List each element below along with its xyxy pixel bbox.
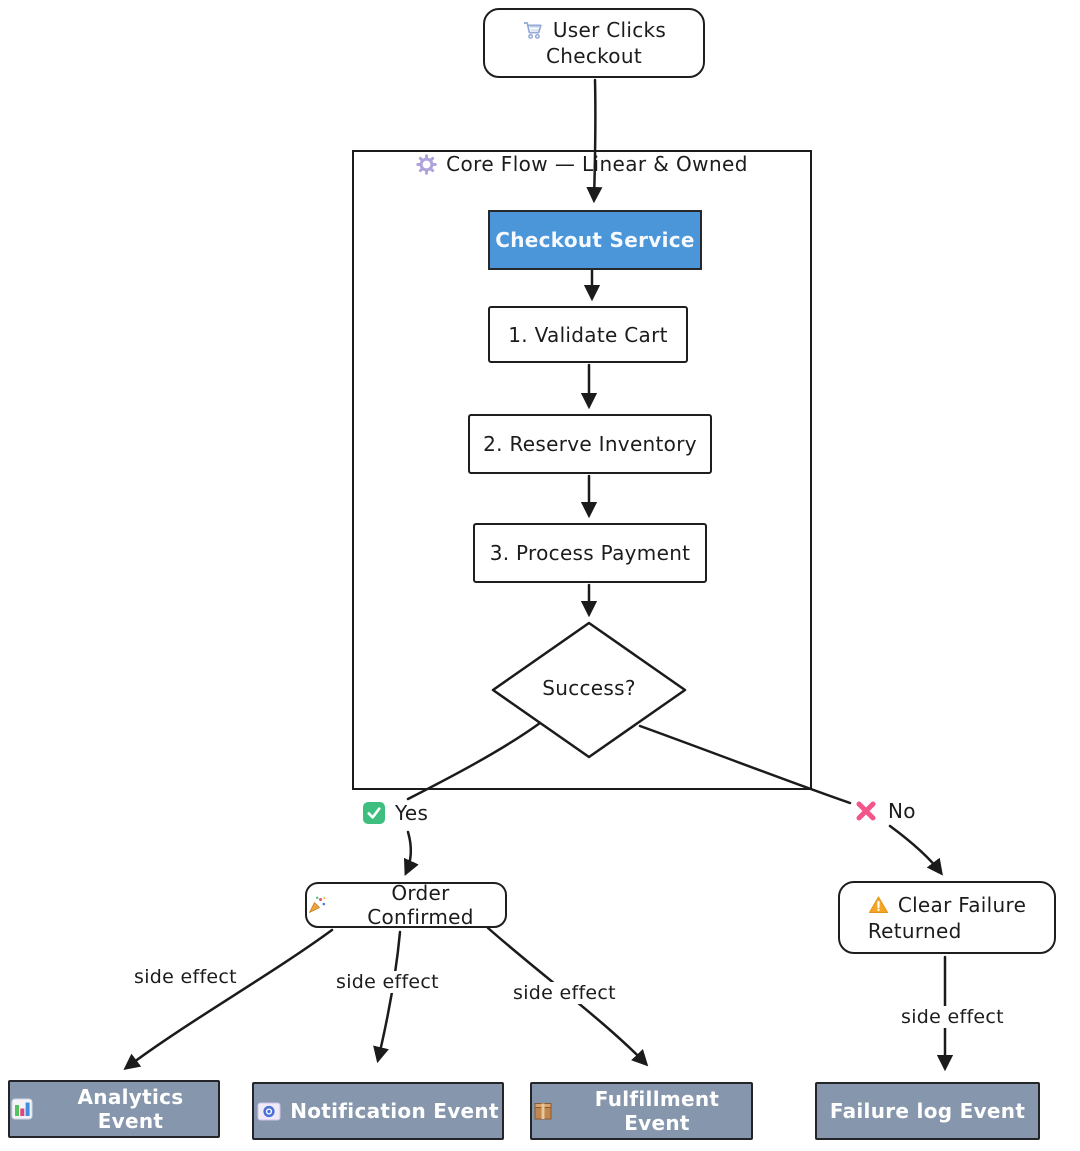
edge-decision-to-yes xyxy=(406,721,542,801)
side-effect-label-1: side effect xyxy=(131,966,240,988)
node-clear-failure-returned: Clear Failure Returned xyxy=(838,881,1056,954)
fulfillment-event-label: Fulfillment Event xyxy=(594,1087,720,1135)
party-popper-icon xyxy=(307,895,327,915)
email-badge-icon xyxy=(257,1102,281,1121)
gear-icon xyxy=(416,153,437,175)
node-checkout-service: Checkout Service xyxy=(488,210,702,270)
node-fulfillment-event: Fulfillment Event xyxy=(530,1082,753,1140)
edge-label-no: No xyxy=(854,799,916,823)
checkout-service-label: Checkout Service xyxy=(495,228,695,252)
core-flow-group-title: Core Flow — Linear & Owned xyxy=(446,152,748,176)
edge-no-to-failure xyxy=(888,824,943,876)
shopping-cart-icon xyxy=(522,20,544,40)
node-validate-cart: 1. Validate Cart xyxy=(488,306,688,363)
edge-confirmed-to-analytics xyxy=(123,928,334,1070)
edge-decision-to-no xyxy=(638,724,852,805)
yes-label-text: Yes xyxy=(395,801,429,825)
core-flow-group-box xyxy=(352,150,812,790)
no-label-text: No xyxy=(888,799,916,823)
order-confirmed-label: Order Confirmed xyxy=(367,881,474,929)
node-failure-log-event: Failure log Event xyxy=(815,1082,1040,1140)
node-notification-event: Notification Event xyxy=(252,1082,504,1140)
node-order-confirmed: Order Confirmed xyxy=(305,881,507,929)
edge-confirmed-to-notification xyxy=(373,930,402,1064)
side-effect-label-3: side effect xyxy=(510,982,619,1004)
decision-label: Success? xyxy=(542,676,636,700)
side-effect-label-4: side effect xyxy=(898,1006,1007,1028)
process-payment-label: 3. Process Payment xyxy=(489,541,691,565)
side-effect-label-2: side effect xyxy=(333,971,442,993)
node-process-payment: 3. Process Payment xyxy=(473,523,707,583)
pink-cross-icon xyxy=(854,799,878,823)
warning-triangle-icon xyxy=(868,895,889,915)
bar-chart-icon xyxy=(10,1097,34,1121)
analytics-event-label: Analytics Event xyxy=(77,1085,184,1133)
edge-start-to-service xyxy=(586,78,603,204)
package-box-icon xyxy=(532,1100,554,1122)
validate-cart-label: 1. Validate Cart xyxy=(508,322,668,347)
green-checkbox-icon xyxy=(363,802,385,824)
node-analytics-event: Analytics Event xyxy=(8,1080,220,1138)
edge-yes-to-confirmed xyxy=(403,830,419,876)
node-reserve-inventory: 2. Reserve Inventory xyxy=(468,414,712,474)
clear-failure-line2: Returned xyxy=(867,918,962,943)
core-flow-group-label: Core Flow — Linear & Owned xyxy=(352,152,812,176)
notification-event-label: Notification Event xyxy=(290,1099,499,1123)
node-user-clicks-checkout: User Clicks Checkout xyxy=(483,8,705,78)
start-label-line2: Checkout xyxy=(546,44,642,68)
start-label-line1: User Clicks xyxy=(552,18,667,42)
reserve-inventory-label: 2. Reserve Inventory xyxy=(483,432,697,456)
edge-label-yes: Yes xyxy=(363,801,428,825)
clear-failure-line1: Clear Failure xyxy=(897,892,1027,917)
failure-log-event-label: Failure log Event xyxy=(829,1099,1026,1123)
